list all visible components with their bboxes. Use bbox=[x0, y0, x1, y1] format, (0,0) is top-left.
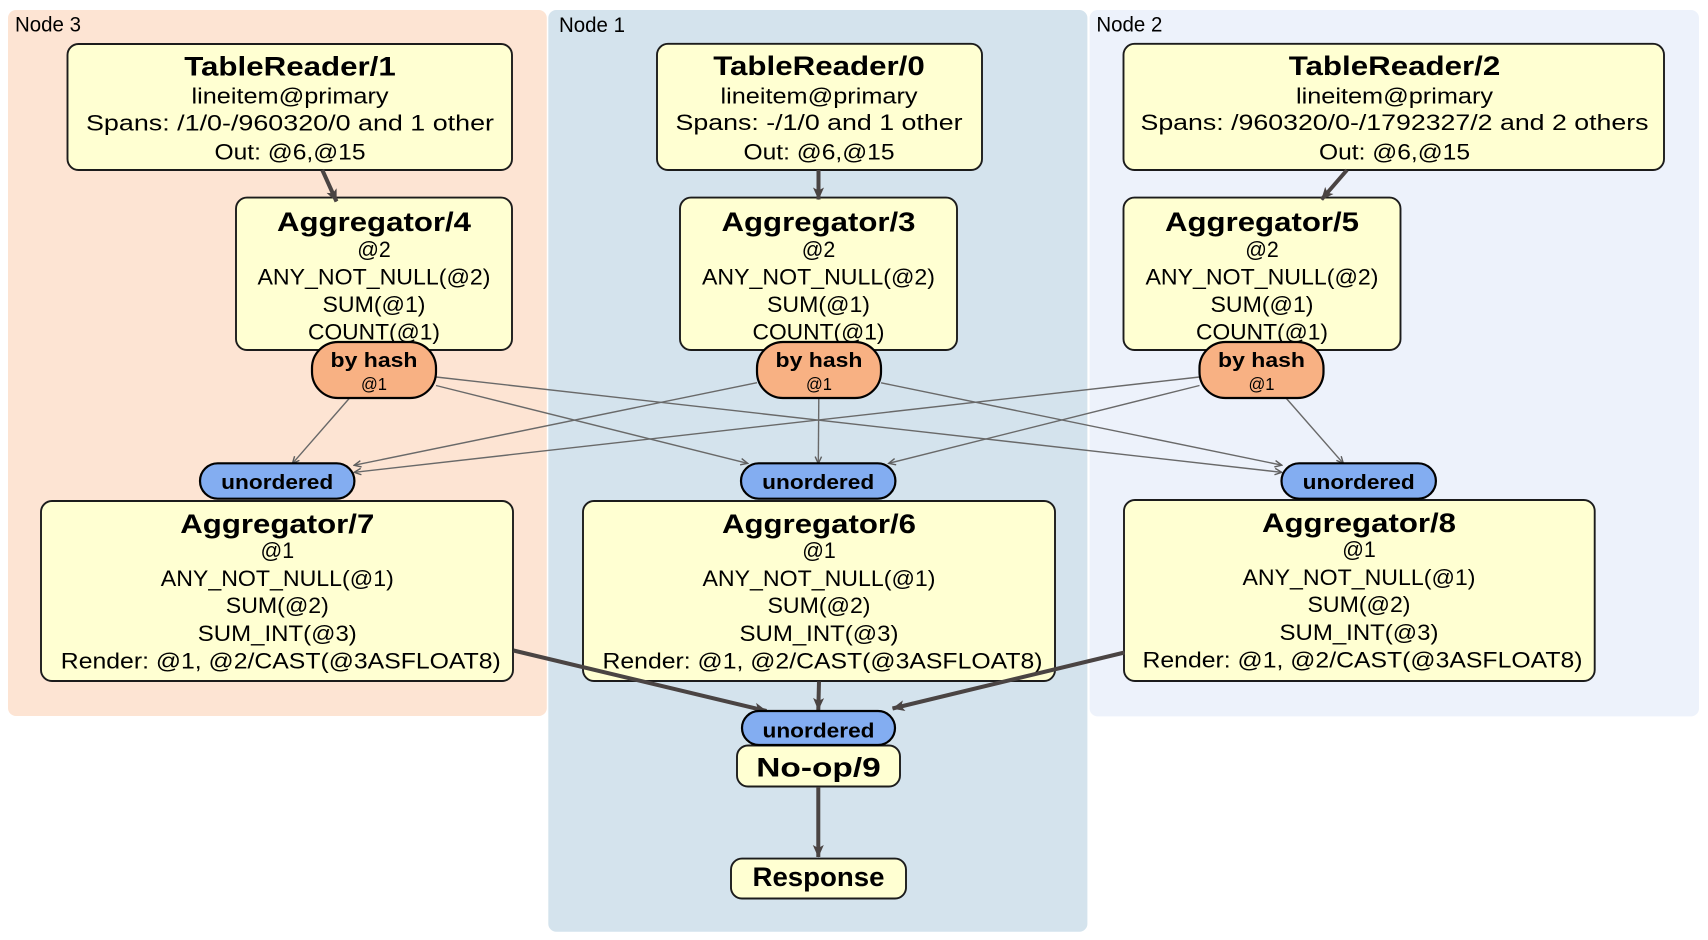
svg-text:unordered: unordered bbox=[221, 471, 333, 494]
svg-text:unordered: unordered bbox=[762, 471, 874, 494]
svg-text:@1: @1 bbox=[1342, 537, 1376, 562]
svg-text:@2: @2 bbox=[357, 237, 391, 262]
svg-text:Node 1: Node 1 bbox=[559, 13, 625, 37]
svg-text:SUM(@2): SUM(@2) bbox=[226, 593, 329, 618]
svg-text:Spans: /960320/0-/1792327/2 an: Spans: /960320/0-/1792327/2 and 2 others bbox=[1141, 110, 1649, 135]
svg-text:Out: @6,@15: Out: @6,@15 bbox=[1319, 140, 1470, 165]
svg-text:SUM_INT(@3): SUM_INT(@3) bbox=[1280, 620, 1439, 645]
svg-text:@1: @1 bbox=[261, 538, 295, 563]
svg-text:lineitem@primary: lineitem@primary bbox=[192, 84, 389, 109]
svg-text:Out: @6,@15: Out: @6,@15 bbox=[744, 140, 895, 165]
svg-text:Spans: -/1/0 and 1 other: Spans: -/1/0 and 1 other bbox=[676, 110, 963, 135]
svg-text:@2: @2 bbox=[1245, 237, 1279, 262]
svg-text:@1: @1 bbox=[1249, 374, 1275, 394]
svg-text:lineitem@primary: lineitem@primary bbox=[1296, 83, 1493, 108]
svg-text:@1: @1 bbox=[802, 538, 836, 563]
svg-text:unordered: unordered bbox=[1303, 471, 1415, 494]
svg-text:TableReader/1: TableReader/1 bbox=[184, 50, 396, 81]
svg-text:Response: Response bbox=[753, 861, 885, 892]
svg-text:@2: @2 bbox=[802, 237, 836, 262]
svg-text:@1: @1 bbox=[361, 374, 387, 394]
svg-text:SUM(@2): SUM(@2) bbox=[768, 593, 871, 618]
svg-text:Aggregator/7: Aggregator/7 bbox=[180, 508, 374, 539]
svg-text:SUM(@1): SUM(@1) bbox=[1211, 292, 1314, 317]
svg-text:ANY_NOT_NULL(@1): ANY_NOT_NULL(@1) bbox=[1243, 565, 1476, 590]
svg-text:by hash: by hash bbox=[776, 349, 863, 372]
svg-text:ANY_NOT_NULL(@2): ANY_NOT_NULL(@2) bbox=[702, 264, 935, 289]
svg-text:Out: @6,@15: Out: @6,@15 bbox=[215, 140, 366, 165]
svg-text:Render: @1, @2/CAST(@3ASFLOAT8: Render: @1, @2/CAST(@3ASFLOAT8) bbox=[1143, 648, 1583, 673]
svg-text:SUM(@2): SUM(@2) bbox=[1308, 592, 1411, 617]
svg-text:@1: @1 bbox=[806, 374, 832, 394]
svg-text:Render: @1, @2/CAST(@3ASFLOAT8: Render: @1, @2/CAST(@3ASFLOAT8) bbox=[603, 649, 1043, 674]
svg-text:Spans: /1/0-/960320/0 and 1 ot: Spans: /1/0-/960320/0 and 1 other bbox=[86, 110, 494, 135]
svg-text:by hash: by hash bbox=[331, 349, 418, 372]
svg-text:TableReader/2: TableReader/2 bbox=[1289, 50, 1501, 81]
svg-text:SUM_INT(@3): SUM_INT(@3) bbox=[198, 621, 357, 646]
svg-text:Node 2: Node 2 bbox=[1096, 13, 1162, 37]
svg-text:unordered: unordered bbox=[763, 719, 875, 742]
svg-text:Node 3: Node 3 bbox=[15, 13, 81, 37]
svg-text:SUM(@1): SUM(@1) bbox=[323, 292, 426, 317]
svg-text:SUM_INT(@3): SUM_INT(@3) bbox=[740, 621, 899, 646]
svg-text:Aggregator/3: Aggregator/3 bbox=[722, 206, 916, 237]
svg-text:Aggregator/4: Aggregator/4 bbox=[277, 206, 471, 237]
svg-text:ANY_NOT_NULL(@1): ANY_NOT_NULL(@1) bbox=[703, 566, 936, 591]
svg-text:SUM(@1): SUM(@1) bbox=[767, 292, 870, 317]
svg-text:by hash: by hash bbox=[1218, 349, 1305, 372]
svg-text:COUNT(@1): COUNT(@1) bbox=[1196, 320, 1328, 345]
svg-text:ANY_NOT_NULL(@1): ANY_NOT_NULL(@1) bbox=[161, 566, 394, 591]
svg-text:ANY_NOT_NULL(@2): ANY_NOT_NULL(@2) bbox=[1146, 264, 1379, 289]
svg-text:COUNT(@1): COUNT(@1) bbox=[308, 320, 440, 345]
svg-text:TableReader/0: TableReader/0 bbox=[713, 50, 925, 81]
svg-text:ANY_NOT_NULL(@2): ANY_NOT_NULL(@2) bbox=[258, 264, 491, 289]
svg-text:Render: @1, @2/CAST(@3ASFLOAT8: Render: @1, @2/CAST(@3ASFLOAT8) bbox=[61, 649, 501, 674]
svg-text:COUNT(@1): COUNT(@1) bbox=[753, 320, 885, 345]
svg-text:lineitem@primary: lineitem@primary bbox=[721, 83, 918, 108]
svg-text:Aggregator/6: Aggregator/6 bbox=[722, 508, 916, 539]
svg-text:No-op/9: No-op/9 bbox=[756, 752, 880, 783]
svg-text:Aggregator/8: Aggregator/8 bbox=[1262, 507, 1456, 538]
svg-text:Aggregator/5: Aggregator/5 bbox=[1165, 206, 1359, 237]
